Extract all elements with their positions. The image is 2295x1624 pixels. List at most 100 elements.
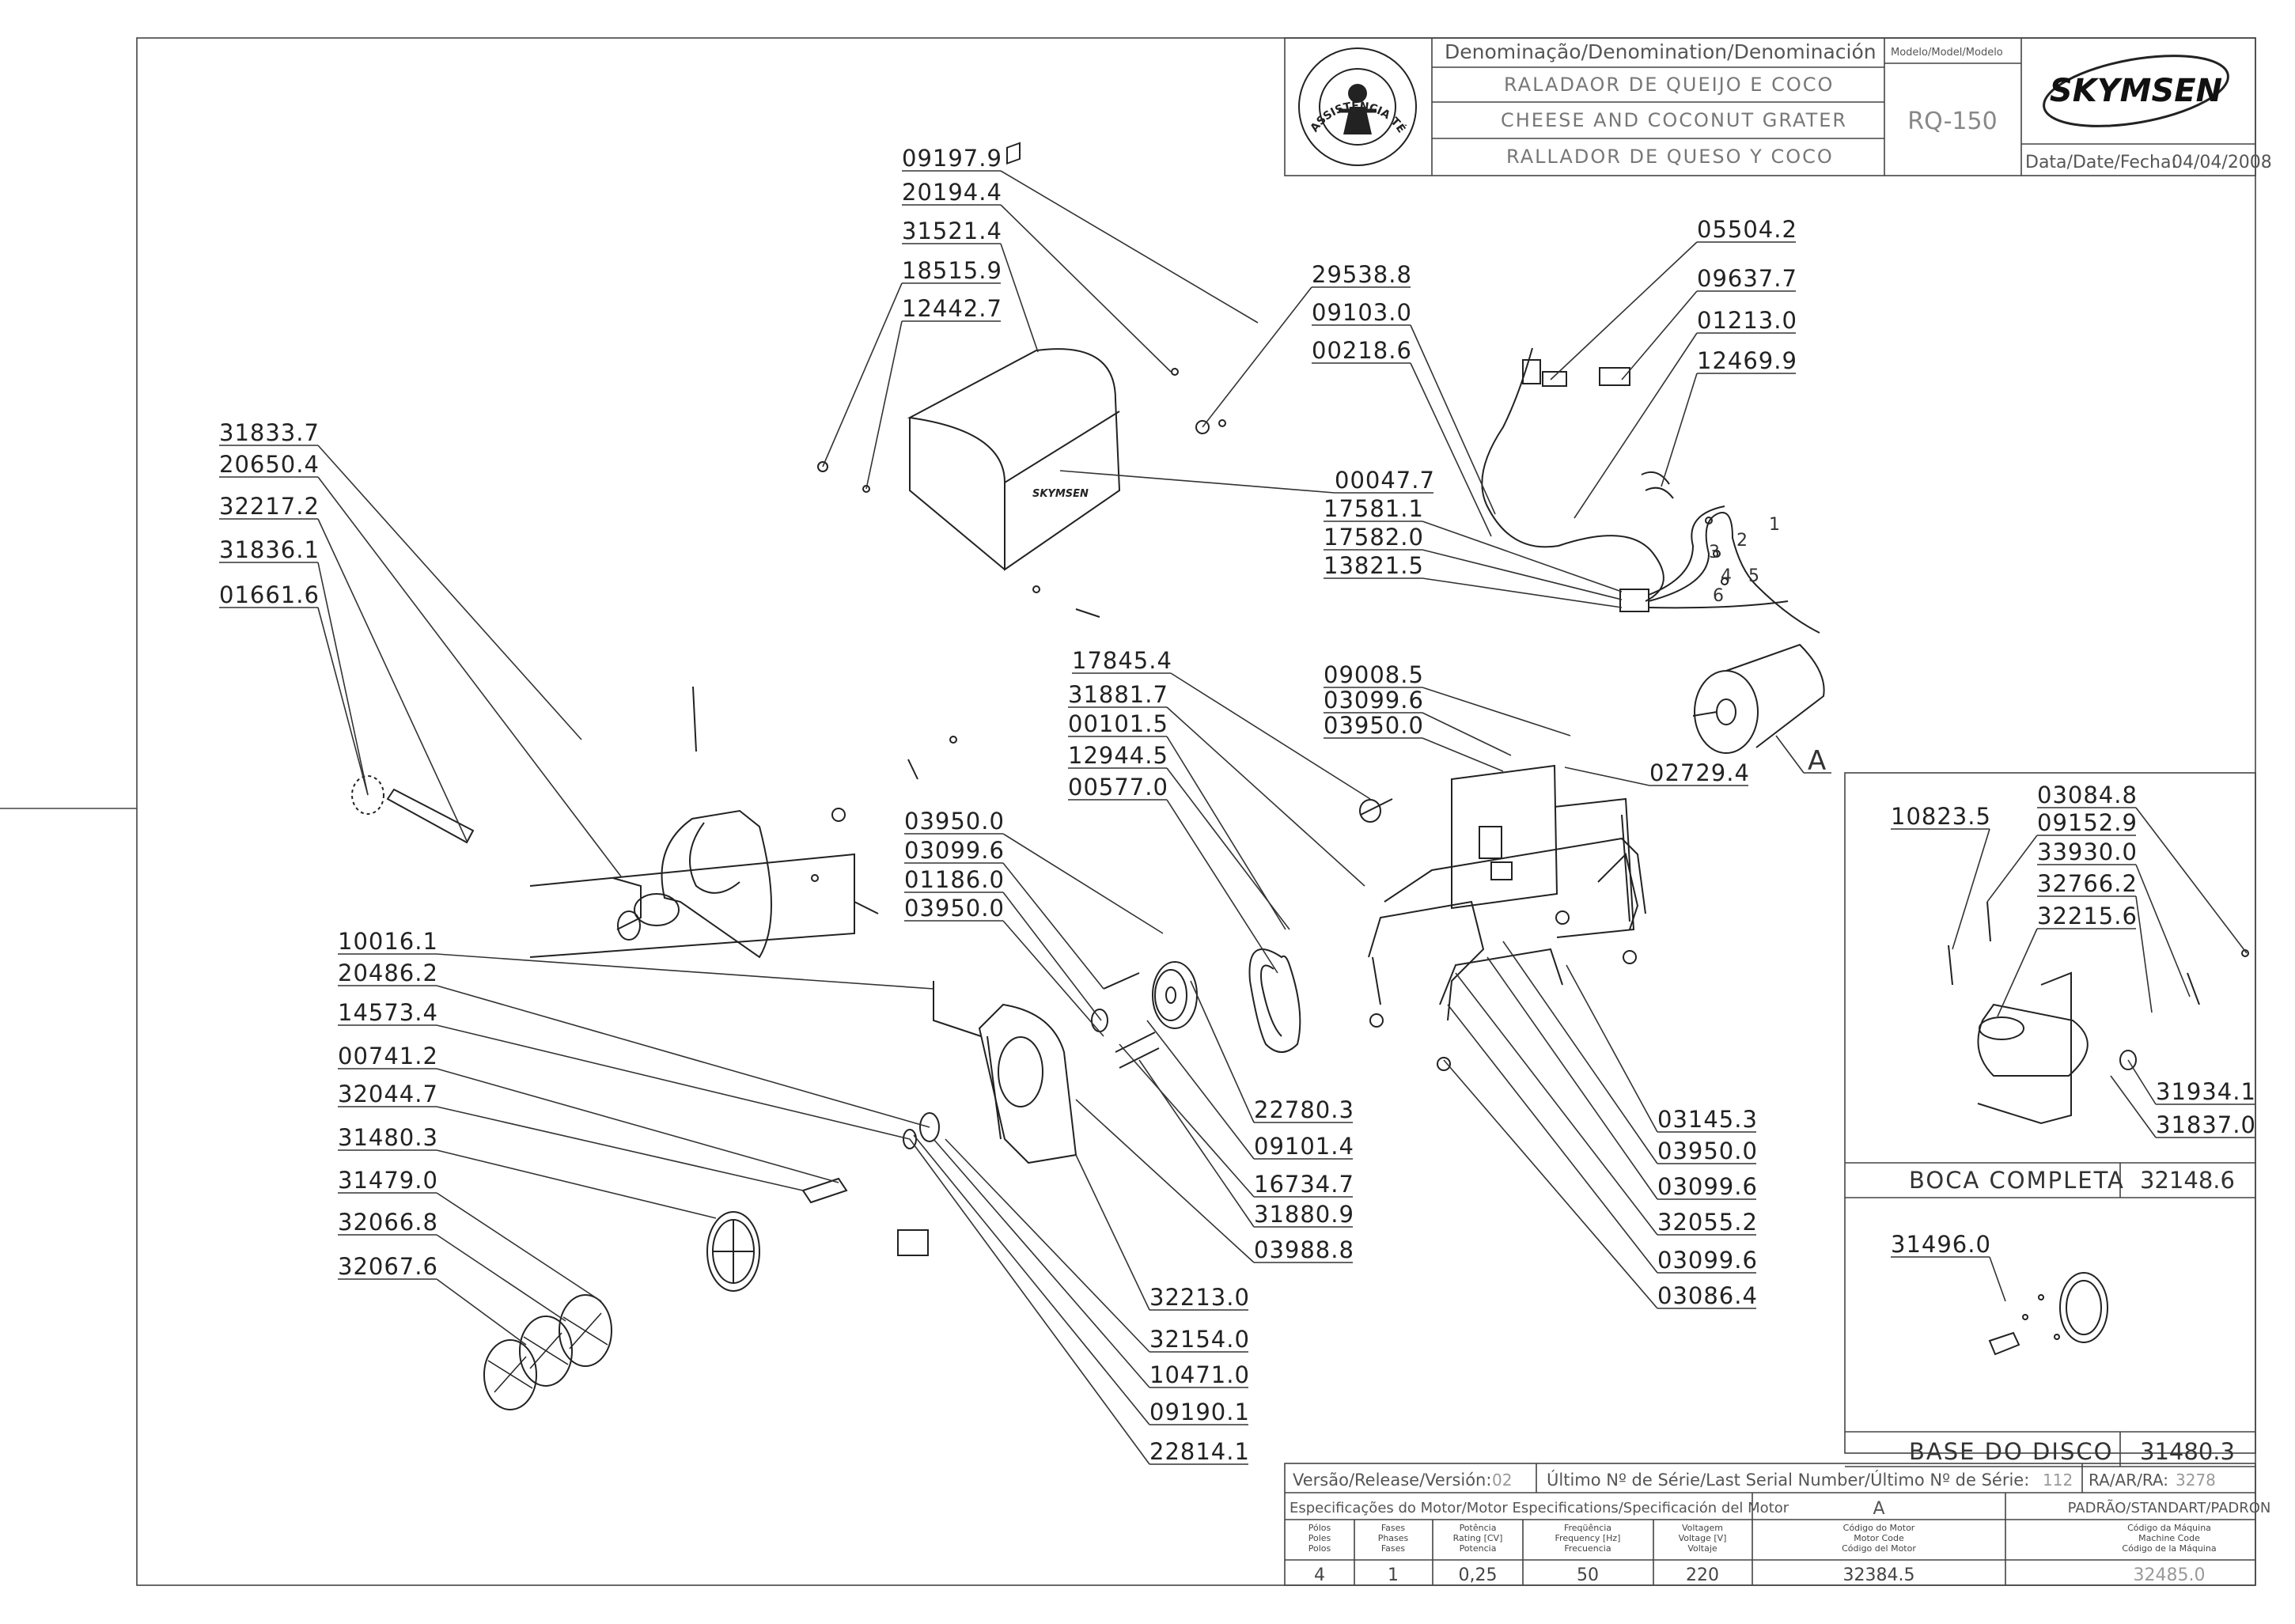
spec-header-text: Poles xyxy=(1308,1533,1331,1543)
leader-line xyxy=(1486,956,1658,1200)
spec-headers: PólosPolesPolosFasesPhasesFasesPotênciaR… xyxy=(1308,1523,2217,1554)
model-header: Modelo/Model/Modelo xyxy=(1891,47,2003,59)
leader-line xyxy=(436,1234,566,1322)
name-en: CHEESE AND COCONUT GRATER xyxy=(1501,109,1847,131)
part-number-label: 03099.6 xyxy=(1657,1173,1758,1200)
part-number-label: 17581.1 xyxy=(1324,495,1424,522)
denomination-header: Denominação/Denomination/Denominación xyxy=(1445,40,1877,63)
brand-name: SKYMSEN xyxy=(2050,73,2222,109)
part-number-label: 03145.3 xyxy=(1657,1106,1758,1133)
spec-header-text: Voltaje xyxy=(1687,1543,1717,1554)
wire-number: 4 xyxy=(1721,566,1732,586)
leader-line xyxy=(436,1024,911,1140)
leader-line xyxy=(933,1138,1150,1388)
spec-header-text: Polos xyxy=(1308,1543,1331,1554)
leader-line xyxy=(1422,521,1623,592)
wire-number: 3 xyxy=(1709,543,1720,562)
leader-line xyxy=(1566,964,1658,1133)
spec-value: 0,25 xyxy=(1459,1565,1498,1585)
part-number-label: 31496.0 xyxy=(1891,1231,1991,1258)
spec-value: 50 xyxy=(1577,1565,1599,1585)
leader-line xyxy=(2127,1059,2157,1105)
ra-value: 3278 xyxy=(2176,1471,2216,1490)
part-number-label: 32217.2 xyxy=(219,493,320,520)
spec-header-text: Potencia xyxy=(1460,1543,1497,1554)
part-number-label: 01186.0 xyxy=(904,866,1005,893)
part-number-label: 31836.1 xyxy=(219,536,320,563)
part-number-label: 09637.7 xyxy=(1697,265,1797,292)
leader-line xyxy=(1564,767,1650,786)
name-pt: RALADAOR DE QUEIJO E COCO xyxy=(1504,74,1834,96)
leader-line xyxy=(317,562,369,796)
spec-value: 4 xyxy=(1314,1565,1325,1585)
part-number-label: 32044.7 xyxy=(338,1081,438,1107)
part-number-label: 03086.4 xyxy=(1657,1282,1758,1309)
model-code: RQ-150 xyxy=(1907,108,1997,135)
leader-line xyxy=(317,607,369,796)
version-label: Versão/Release/Versión: xyxy=(1293,1471,1491,1490)
base-disco-title: BASE DO DISCO xyxy=(1909,1438,2113,1465)
part-number-label: 32766.2 xyxy=(2037,870,2138,897)
spec-header-text: Pólos xyxy=(1308,1523,1331,1533)
date-value: 04/04/2008 xyxy=(2172,153,2272,172)
part-number-label: 02729.4 xyxy=(1649,759,1750,786)
spec-header-text: Potência xyxy=(1460,1523,1497,1533)
leader-line xyxy=(1422,712,1512,756)
leader-line xyxy=(1170,672,1371,800)
serial-label: Último Nº de Série/Last Serial Number/Úl… xyxy=(1547,1470,2029,1490)
part-number-label: 12442.7 xyxy=(902,295,1002,322)
part-number-label: 12944.5 xyxy=(1068,742,1168,769)
leader-line xyxy=(1059,470,1335,494)
boca-completa-inset: BOCA COMPLETA 32148.6 BASE DO DISCO 3148… xyxy=(1775,735,2256,1467)
leader-line xyxy=(1138,1059,1255,1228)
leader-line xyxy=(317,476,622,877)
part-number-label: 31837.0 xyxy=(2156,1111,2256,1138)
part-number-label: 03950.0 xyxy=(904,895,1005,922)
authorized-service-seal: ASSISTÊNCIA TÉCNICA AUTORIZADA xyxy=(0,0,1417,166)
part-sketches: SKYMSEN xyxy=(351,142,2249,1410)
spec-value: 220 xyxy=(1686,1565,1719,1585)
part-number-label: 20194.4 xyxy=(902,179,1002,206)
leader-lines xyxy=(219,170,2255,1465)
leader-line xyxy=(1422,549,1623,600)
part-number-label: 00218.6 xyxy=(1312,337,1412,364)
part-number-label: 32213.0 xyxy=(1149,1284,1250,1311)
part-number-label: 31934.1 xyxy=(2156,1078,2256,1105)
part-number-label: 10823.5 xyxy=(1891,803,1991,830)
leader-line xyxy=(1000,204,1172,373)
spec-header-text: Fases xyxy=(1381,1543,1406,1554)
leader-line xyxy=(436,1068,839,1183)
leader-line xyxy=(1146,1020,1255,1160)
part-number-label: 31880.9 xyxy=(1254,1201,1354,1228)
leader-line xyxy=(2135,864,2191,997)
leader-line xyxy=(2135,807,2248,954)
leader-line xyxy=(1410,362,1492,537)
part-labels: 09197.920194.431521.418515.912442.729538… xyxy=(219,145,2256,1465)
spec-header-text: Código del Motor xyxy=(1842,1543,1916,1554)
base-disco-code: 31480.3 xyxy=(2140,1438,2235,1465)
title-block: ASSISTÊNCIA TÉCNICA AUTORIZADA Denominaç… xyxy=(0,0,2272,176)
motor-spec-table: Versão/Release/Versión: 02 Último Nº de … xyxy=(1284,1463,2270,1586)
name-es: RALLADOR DE QUESO Y COCO xyxy=(1506,146,1834,168)
part-number-label: 18515.9 xyxy=(902,257,1002,284)
part-number-label: 20650.4 xyxy=(219,451,320,478)
leader-line xyxy=(1410,324,1496,515)
leader-line xyxy=(1952,828,1990,950)
leader-line xyxy=(913,1134,1150,1425)
leader-line xyxy=(1075,1154,1150,1311)
spec-header-text: Rating [CV] xyxy=(1453,1533,1503,1543)
part-number-label: 01213.0 xyxy=(1697,307,1797,334)
part-number-label: 00101.5 xyxy=(1068,710,1168,737)
part-number-label: 03084.8 xyxy=(2037,782,2138,808)
boca-completa-title: BOCA COMPLETA xyxy=(1909,1167,2125,1194)
leader-line xyxy=(909,1138,1150,1465)
leader-line xyxy=(436,1149,717,1219)
leader-line xyxy=(317,518,468,842)
leader-line xyxy=(1422,687,1571,736)
leader-line xyxy=(1075,1099,1255,1263)
part-number-label: 32215.6 xyxy=(2037,903,2138,929)
leader-line xyxy=(1166,767,1290,930)
cover-logo-text: SKYMSEN xyxy=(1032,488,1089,500)
leader-line xyxy=(1002,920,1104,1037)
part-number-label: 10016.1 xyxy=(338,928,438,955)
